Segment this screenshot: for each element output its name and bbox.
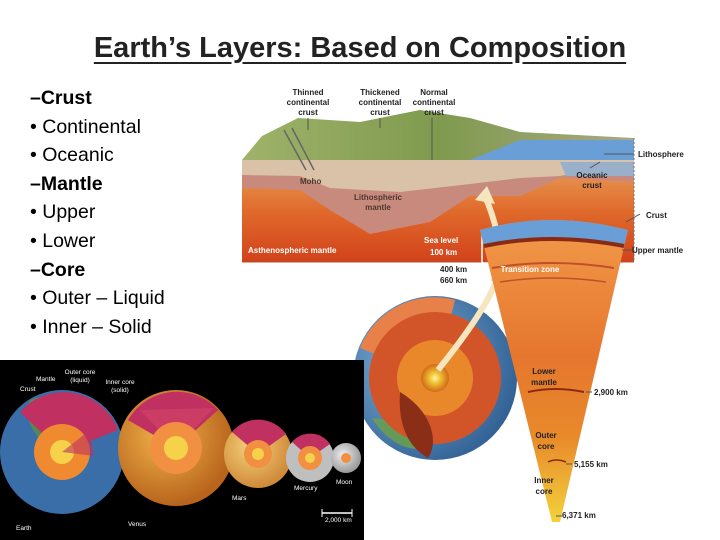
label-planet-crust: Crust [20, 386, 36, 393]
label-mars: Mars [232, 495, 247, 502]
label-normal-crust: crust [424, 108, 444, 117]
label-oceanic: Oceanic [576, 171, 608, 180]
label-thinned: Thinned [292, 88, 323, 97]
label-thinned-continental: continental [287, 98, 330, 107]
label-sea-level: Sea level [424, 236, 458, 245]
label-moon: Moon [336, 479, 353, 486]
label-normal-continental: continental [413, 98, 456, 107]
label-100km: 100 km [430, 248, 457, 257]
label-thickened: Thickened [360, 88, 400, 97]
label-crust: Crust [646, 211, 667, 220]
label-outer-core: core [538, 442, 555, 451]
label-liquid: (liquid) [70, 377, 90, 384]
label-transition-zone: Transition zone [501, 265, 560, 274]
label-thinned-crust: crust [298, 108, 318, 117]
label-outer: Outer [535, 431, 556, 440]
label-earth: Earth [16, 525, 32, 532]
label-thickened-continental: continental [359, 98, 402, 107]
label-solid: (solid) [111, 387, 129, 394]
planet-venus [118, 390, 234, 506]
label-asthenospheric-mantle: Asthenospheric mantle [248, 246, 337, 255]
planets-image [0, 360, 364, 540]
label-lithospheric: Lithospheric [354, 193, 403, 202]
label-660km: 660 km [440, 276, 467, 285]
label-400km: 400 km [440, 265, 467, 274]
cutaway-inner-core [421, 364, 449, 392]
planet-mars [224, 420, 292, 488]
earth-cutaway [353, 266, 517, 460]
label-mantle: Mantle [36, 376, 56, 383]
label-lower-mantle: mantle [531, 378, 557, 387]
label-inner: Inner [534, 476, 554, 485]
label-scale: 2,000 km [325, 517, 352, 524]
label-oceanic-crust: crust [582, 181, 602, 190]
label-mercury: Mercury [294, 485, 318, 492]
label-6371km: 6,371 km [562, 511, 596, 520]
label-lower: Lower [532, 367, 556, 376]
label-moho: Moho [300, 177, 321, 186]
label-normal: Normal [420, 88, 448, 97]
planet-earth [0, 390, 124, 514]
label-outer-core-title: Outer core [65, 369, 96, 376]
label-5155km: 5,155 km [574, 460, 608, 469]
planet-moon [331, 443, 361, 473]
planet-mercury [286, 434, 334, 482]
label-2900km: 2,900 km [594, 388, 628, 397]
label-inner-core-title: Inner core [105, 379, 135, 386]
label-upper-mantle: Upper mantle [632, 246, 684, 255]
label-lithospheric-mantle: mantle [365, 203, 391, 212]
label-lithosphere: Lithosphere [638, 150, 684, 159]
label-thickened-crust: crust [370, 108, 390, 117]
label-inner-core: core [536, 487, 553, 496]
label-venus: Venus [128, 521, 147, 528]
